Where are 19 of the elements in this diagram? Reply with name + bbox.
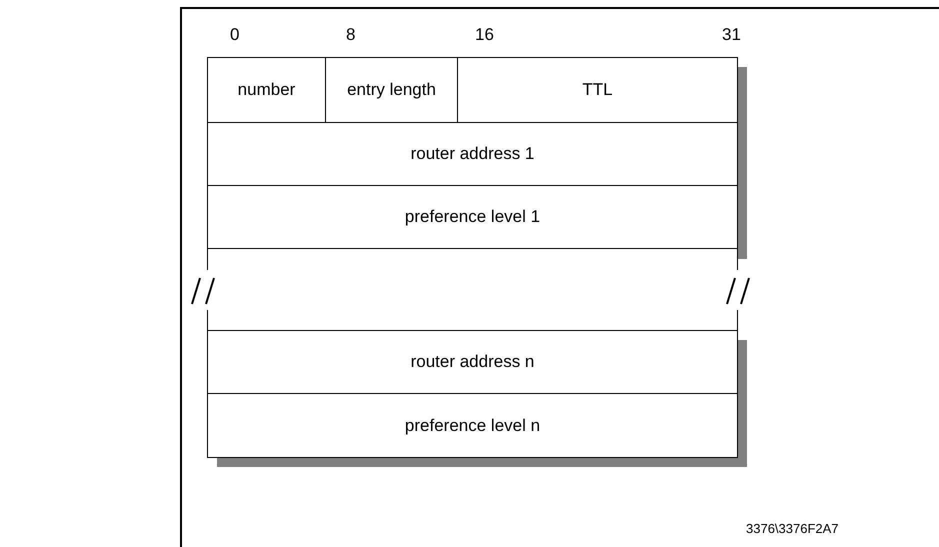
field-label: router address n bbox=[410, 351, 534, 374]
field-box bbox=[207, 122, 738, 186]
field-label: number bbox=[238, 79, 296, 102]
field-box bbox=[207, 57, 326, 123]
tick-label: 8 bbox=[346, 24, 356, 46]
field-box bbox=[207, 393, 738, 458]
field-box bbox=[457, 57, 738, 123]
field-label: preference level n bbox=[404, 414, 540, 437]
field-box bbox=[207, 248, 738, 331]
field-label: preference level 1 bbox=[404, 206, 540, 228]
field-label: router address 1 bbox=[410, 143, 534, 166]
tick-label: 31 bbox=[722, 24, 741, 46]
field-label: entry length bbox=[347, 79, 436, 102]
field-box bbox=[207, 185, 738, 249]
field-label: TTL bbox=[582, 79, 613, 102]
field-box bbox=[207, 330, 738, 394]
figure-id: 3376\3376F2A7 bbox=[746, 520, 839, 538]
tick-label: 0 bbox=[230, 24, 240, 46]
tick-label: 16 bbox=[475, 24, 494, 46]
